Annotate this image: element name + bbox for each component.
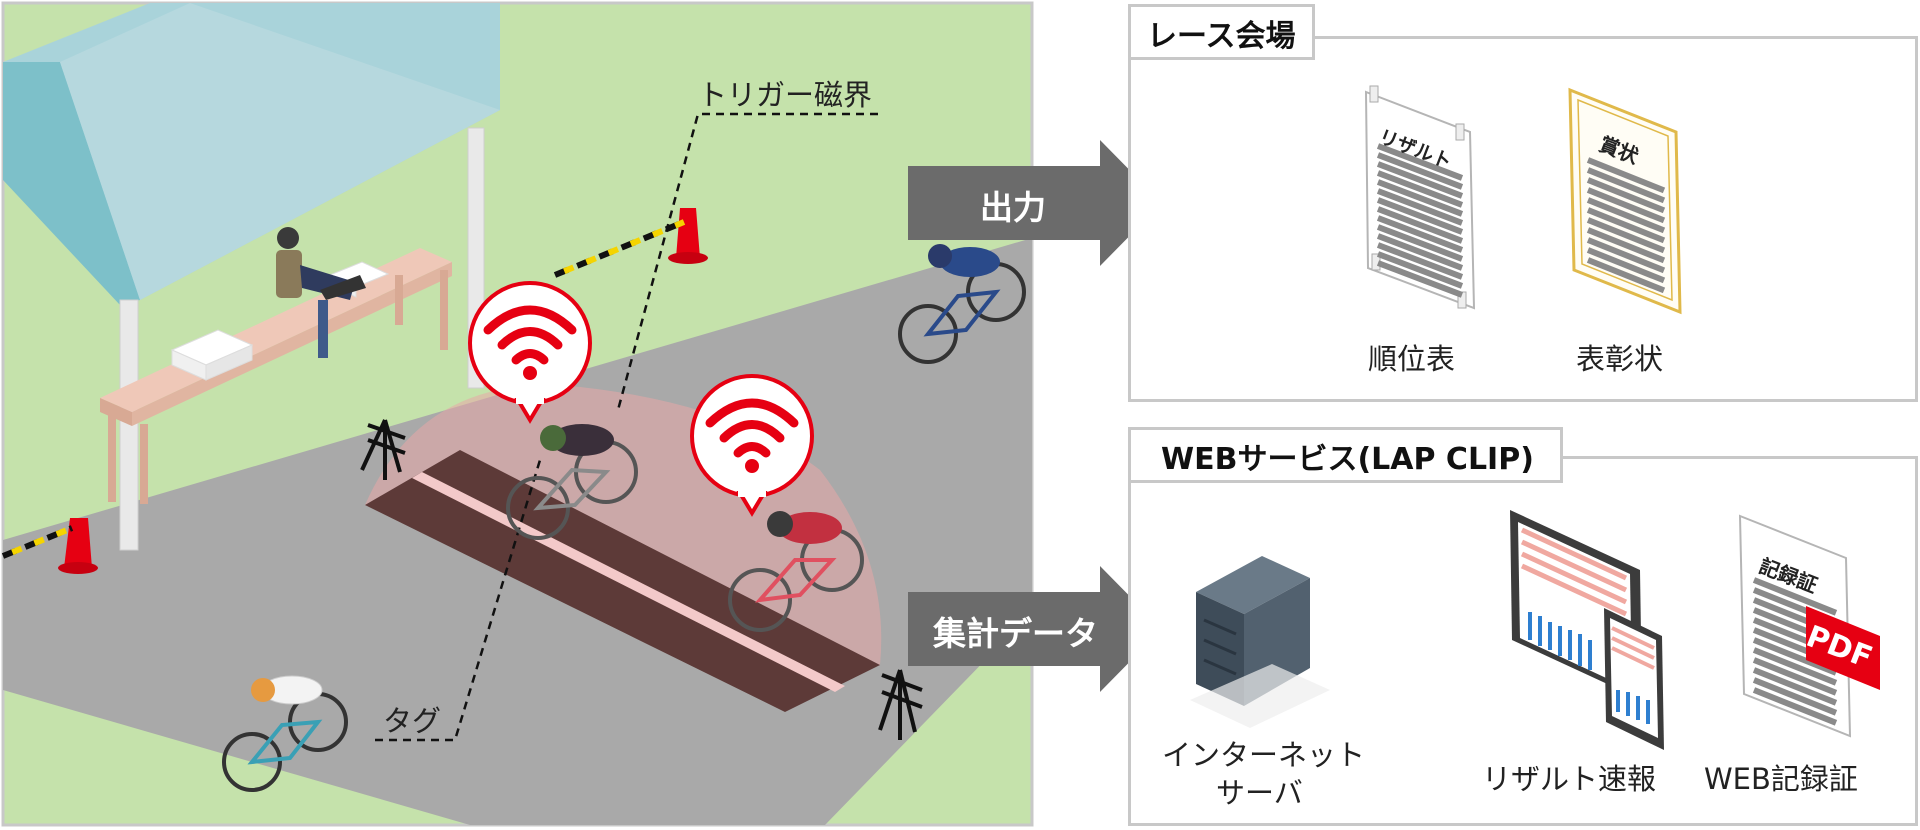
document-line: [1376, 215, 1464, 253]
document-line: [1586, 167, 1666, 204]
officials-table: [100, 227, 452, 504]
document-line: [1586, 197, 1666, 234]
certificate-icon: [1568, 87, 1682, 315]
document-line: [1376, 188, 1464, 226]
cyclist-red: [728, 511, 864, 632]
data-arrow-label: 集計データ: [933, 614, 1098, 653]
document-line: [1752, 577, 1838, 616]
server-icon: [1190, 556, 1330, 728]
document-line: [1376, 197, 1464, 235]
cyclist-green: [506, 424, 638, 540]
document-line: [1376, 179, 1464, 217]
output-arrow-label: 出力: [980, 188, 1046, 227]
ranking-label: 順位表: [1368, 342, 1456, 376]
award-label: 表彰状: [1576, 342, 1664, 376]
document-line: [1586, 247, 1666, 284]
web-panel-title: WEBサービス(LAP CLIP): [1128, 427, 1563, 483]
document-line: [1752, 637, 1838, 676]
document-line: [1752, 647, 1838, 686]
trigger-label: トリガー磁界: [698, 78, 873, 112]
document-line: [1586, 237, 1666, 274]
document-line: [1586, 157, 1666, 194]
signal-bubble-1: [468, 281, 592, 424]
document-line: [1376, 161, 1464, 199]
record-label: WEB記録証: [1704, 762, 1858, 796]
venue-panel-title: レース会場: [1128, 4, 1315, 60]
document-line: [1376, 143, 1464, 181]
trigger-leader-line: [616, 112, 878, 411]
wifi-icon: [483, 305, 577, 365]
document-line: [1376, 170, 1464, 208]
server-label-line1: インターネット: [1162, 738, 1366, 772]
right-cone: [668, 208, 708, 264]
document-line: [1376, 233, 1464, 271]
document-line: [1752, 657, 1838, 696]
record-certificate-icon: [1738, 514, 1880, 738]
result-label: リザルト速報: [1482, 762, 1657, 796]
document-line: [1376, 152, 1464, 190]
pdf-badge: [1806, 606, 1880, 690]
document-line: [1586, 227, 1666, 264]
document-line: [1376, 251, 1464, 289]
antenna-right: [878, 669, 923, 740]
tag-label: タグ: [383, 704, 442, 738]
document-line: [1586, 187, 1666, 224]
document-line: [1586, 177, 1666, 214]
timing-mat-stripe: [412, 472, 845, 692]
document-line: [1376, 224, 1464, 262]
document-line: [1376, 260, 1464, 298]
document-line: [1586, 257, 1666, 294]
tent: [3, 3, 500, 551]
document-line: [1752, 667, 1838, 706]
document-line: [1586, 207, 1666, 244]
server-label-line2: サーバ: [1216, 776, 1303, 810]
document-line: [1376, 206, 1464, 244]
document-line: [1376, 242, 1464, 280]
antenna-left: [360, 419, 406, 480]
document-line: [1752, 687, 1838, 726]
race-scene: [1, 1, 1034, 827]
cyclist-white: [222, 675, 348, 792]
document-line: [1586, 217, 1666, 254]
wifi-icon: [705, 398, 799, 458]
smartphone-icon: [1604, 608, 1664, 750]
venue-panel: [1128, 36, 1918, 402]
result-sheet-icon: [1364, 85, 1476, 310]
signal-bubble-2: [690, 374, 814, 517]
document-line: [1752, 677, 1838, 716]
